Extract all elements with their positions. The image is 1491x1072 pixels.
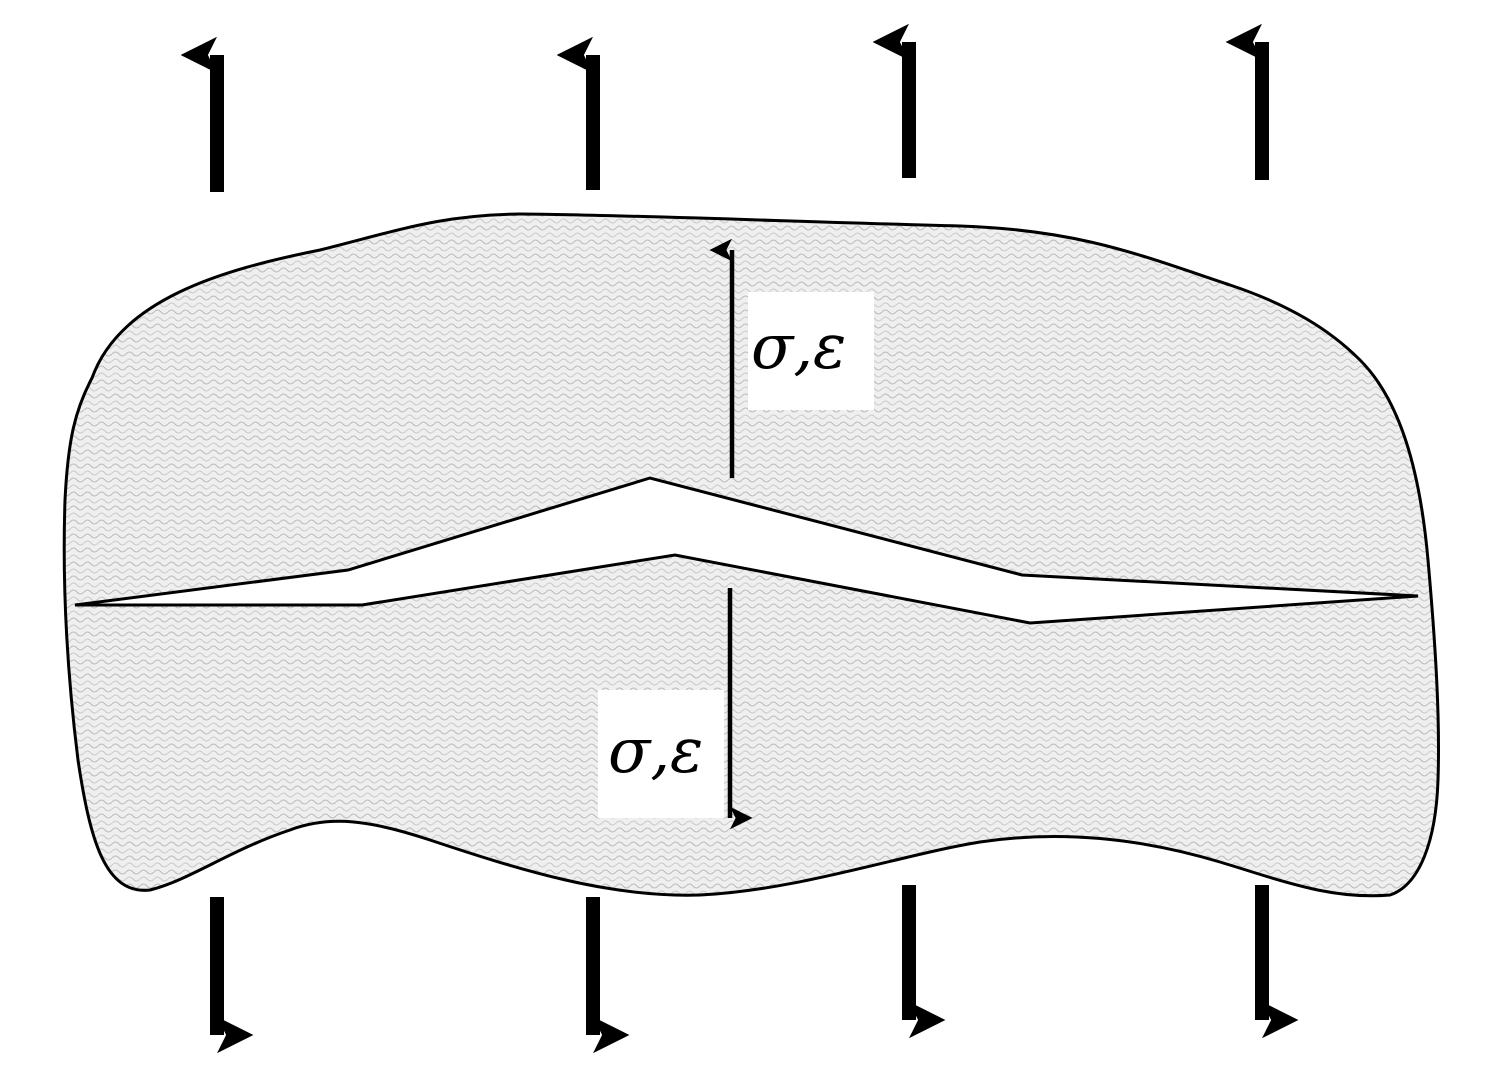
upper-label-backdrop (748, 292, 874, 410)
upper-stress-strain-label: σ,ε (751, 310, 846, 383)
lower-label-backdrop (598, 690, 724, 818)
crack (74, 476, 1419, 625)
lower-stress-strain-label: σ,ε (608, 714, 703, 787)
bottom-load-arrows (210, 885, 1299, 1054)
top-load-arrows (180, 23, 1269, 192)
